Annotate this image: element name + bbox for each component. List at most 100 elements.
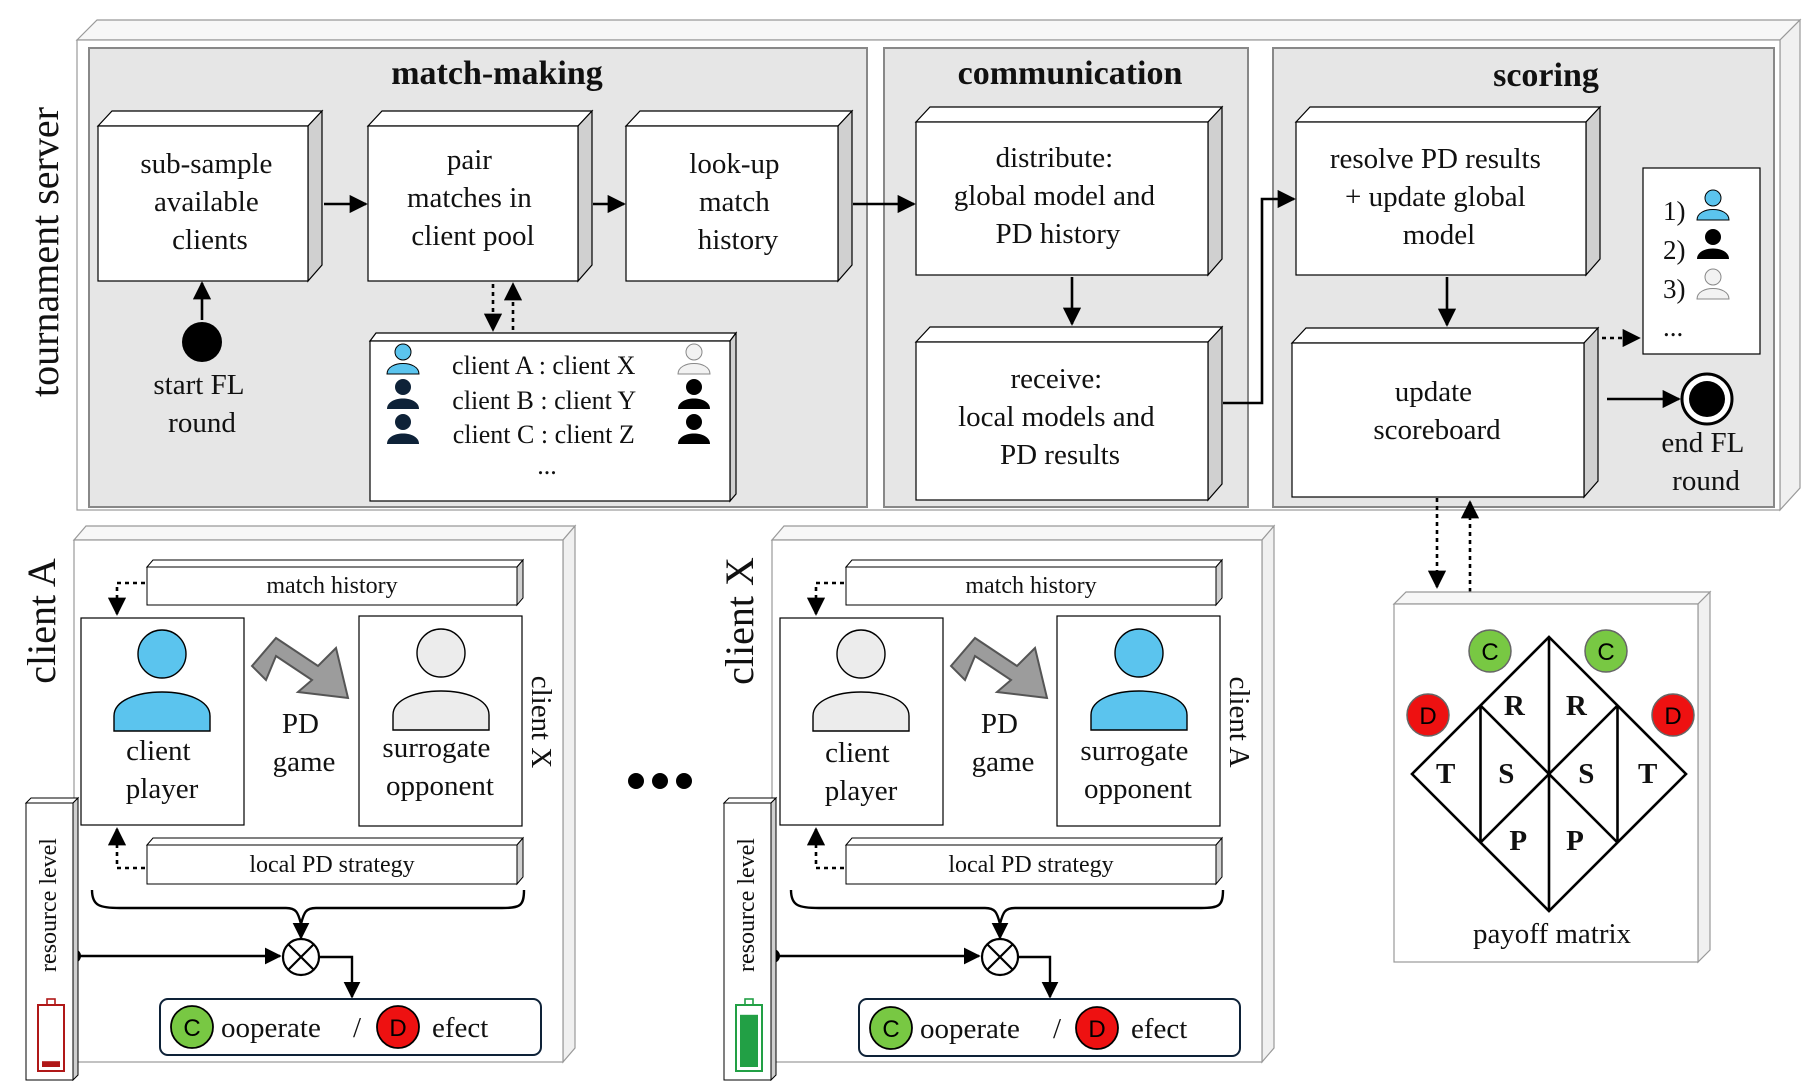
end-node — [1680, 372, 1734, 426]
client-x-player-line2: player — [825, 775, 898, 807]
client-a-battery-icon — [37, 998, 65, 1072]
distribute-line1: distribute: — [996, 142, 1114, 174]
svg-text:end FL round: end FL round — [1661, 427, 1750, 497]
svg-text:C: C — [882, 1016, 899, 1043]
receive-line2: local models and — [958, 401, 1155, 433]
start-label-1: start FL — [153, 369, 243, 401]
client-a-slash: / — [353, 1012, 362, 1044]
svg-text:match history: match history — [266, 573, 397, 599]
svg-text:start FL round: start FL round — [153, 369, 250, 439]
client-a-cooperate-text: ooperate — [221, 1012, 321, 1044]
client-x-opponent-side: client A — [1223, 676, 1255, 767]
server-title: tournament server — [22, 107, 67, 397]
client-a-game-arrow-icon — [250, 636, 350, 700]
scoreboard-box: update scoreboard — [1290, 326, 1600, 499]
client-x-defect-text: efect — [1131, 1013, 1187, 1045]
lookup-line1: look-up — [689, 148, 779, 180]
svg-text:surrogate opponent: surrogate opponent — [382, 732, 497, 802]
client-x-local-strategy: local PD strategy — [844, 836, 1224, 886]
client-x-defect-badge-icon: D — [1075, 1006, 1119, 1050]
payoff-label: payoff matrix — [1473, 918, 1632, 950]
svg-text:D: D — [1088, 1016, 1105, 1043]
svg-text:C: C — [1597, 639, 1614, 666]
scoreboard-line2: scoreboard — [1373, 414, 1501, 446]
client-a-opponent-line2: opponent — [386, 770, 494, 802]
svg-text:client A : client X clie: client A : client X client B : client Y … — [452, 351, 642, 480]
client-a-match-history: match history — [145, 558, 525, 607]
svg-text:match history: match history — [965, 573, 1096, 599]
resolve-line3: model — [1403, 219, 1476, 251]
communication-title: communication — [958, 55, 1183, 92]
rank-3: 3) — [1663, 274, 1686, 304]
pair-line3: client pool — [411, 220, 534, 252]
pool-pair-1: client A : client X — [452, 351, 636, 380]
pair-line2: matches in — [407, 182, 532, 214]
resolve-line1: resolve PD results — [1330, 143, 1541, 175]
client-x-title: client X — [717, 557, 762, 685]
end-label-2: round — [1672, 465, 1740, 497]
client-a-resource-label: resource level — [36, 838, 62, 972]
client-a-player-line2: player — [126, 773, 199, 805]
payoff-c-badge-left-icon: C — [1468, 629, 1512, 673]
lookup-box: look-up match history — [624, 109, 854, 283]
client-a-dashed-arrows — [107, 581, 145, 870]
lookup-line3: history — [698, 224, 779, 256]
client-x-resource-label: resource level — [734, 838, 760, 972]
svg-text:sub-sample available: sub-sample available clients — [140, 148, 279, 256]
matchmaking-title: match-making — [391, 55, 603, 92]
payoff-t-right: T — [1638, 758, 1657, 790]
client-x-opponent-line2: opponent — [1084, 773, 1192, 805]
svg-text:look-up match hist: look-up match history — [689, 148, 786, 256]
client-x-game-arrow-icon — [949, 636, 1049, 700]
client-x-battery-icon — [735, 998, 763, 1072]
client-a-local-strategy: local PD strategy — [145, 836, 525, 886]
scoring-title: scoring — [1493, 57, 1599, 94]
rank-1: 1) — [1663, 196, 1686, 226]
client-a-player-line1: client — [126, 735, 190, 767]
svg-text:pair matches in cl: pair matches in client pool — [407, 144, 539, 252]
client-x-match-history: match history — [844, 558, 1224, 607]
payoff-p-right: P — [1566, 825, 1584, 857]
subsample-line2: available — [154, 186, 259, 218]
client-x-resource-flow — [773, 947, 1059, 999]
client-a-cooperate-badge-icon: C — [170, 1005, 214, 1049]
client-x-opponent-person-icon — [1090, 628, 1188, 731]
payoff-d-badge-left-icon: D — [1406, 693, 1450, 737]
svg-text:D: D — [389, 1015, 406, 1042]
payoff-panel — [1392, 590, 1712, 964]
svg-text:D: D — [1419, 703, 1436, 730]
client-a-defect-badge-icon: D — [376, 1005, 420, 1049]
client-x-game-line1: PD — [981, 708, 1018, 740]
payoff-c-badge-right-icon: C — [1584, 629, 1628, 673]
client-x-cooperate-text: ooperate — [920, 1013, 1020, 1045]
svg-text:local PD strategy: local PD strategy — [948, 852, 1113, 878]
subsample-line1: sub-sample — [140, 148, 272, 180]
payoff-r-left: R — [1504, 690, 1526, 722]
payoff-s-left: S — [1498, 758, 1514, 790]
client-x-opponent-line1: surrogate — [1080, 735, 1188, 767]
client-a-defect-text: efect — [432, 1012, 488, 1044]
svg-text:receive: local models an: receive: local models and PD results — [958, 363, 1162, 471]
lookup-line2: match — [699, 186, 770, 218]
payoff-r-right: R — [1566, 690, 1588, 722]
distribute-box: distribute: global model and PD history — [914, 105, 1224, 277]
client-a-opponent-line1: surrogate — [382, 732, 490, 764]
pair-line1: pair — [447, 144, 492, 176]
svg-text:1) 2) 3) ...: 1) 2) 3) ... — [1663, 196, 1692, 342]
payoff-matrix-grid — [1410, 635, 1688, 913]
client-x-game-line2: game — [972, 746, 1035, 778]
receive-line1: receive: — [1010, 363, 1102, 395]
svg-text:distribute: global model: distribute: global model and PD history — [954, 142, 1163, 250]
payoff-d-badge-right-icon: D — [1651, 693, 1695, 737]
client-a-opponent-person-icon — [392, 628, 490, 731]
client-pool-box: client A : client X client B : client Y … — [368, 331, 738, 503]
svg-text:resolve PD results + upd: resolve PD results + update global model — [1330, 143, 1548, 251]
distribute-line2: global model and — [954, 180, 1156, 212]
subsample-box: sub-sample available clients — [96, 109, 324, 283]
client-a-game-line2: game — [273, 746, 336, 778]
resolve-line2: + update global — [1345, 181, 1526, 213]
svg-text:C: C — [183, 1015, 200, 1042]
receive-box: receive: local models and PD results — [914, 325, 1224, 502]
client-a-opponent-side: client X — [525, 676, 557, 769]
rank-2: 2) — [1663, 235, 1686, 265]
